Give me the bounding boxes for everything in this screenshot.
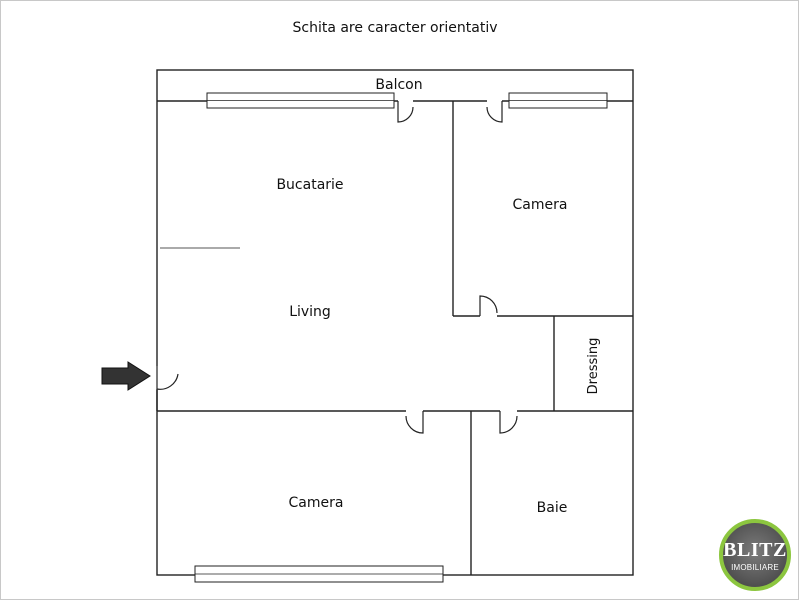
label-baie: Baie xyxy=(537,500,568,516)
label-balcon: Balcon xyxy=(375,77,422,93)
label-dressing: Dressing xyxy=(586,338,601,395)
label-living: Living xyxy=(289,304,331,320)
door-baie xyxy=(499,411,518,434)
label-camera-bottom: Camera xyxy=(289,495,344,511)
label-camera-top: Camera xyxy=(513,197,568,213)
logo-line1: BLITZ xyxy=(723,539,787,561)
blitz-logo-icon: BLITZ IMOBILIARE xyxy=(719,519,791,591)
door-balcony-right xyxy=(486,101,503,123)
plan-disclaimer: Schita are caracter orientativ xyxy=(292,20,498,36)
label-bucatarie: Bucatarie xyxy=(276,177,343,193)
door-camera-bottom xyxy=(405,411,424,434)
door-camera-top xyxy=(479,295,498,316)
entry-arrow-icon xyxy=(101,361,151,391)
logo-line2: IMOBILIARE xyxy=(731,563,779,572)
door-balcony-left xyxy=(397,101,414,123)
